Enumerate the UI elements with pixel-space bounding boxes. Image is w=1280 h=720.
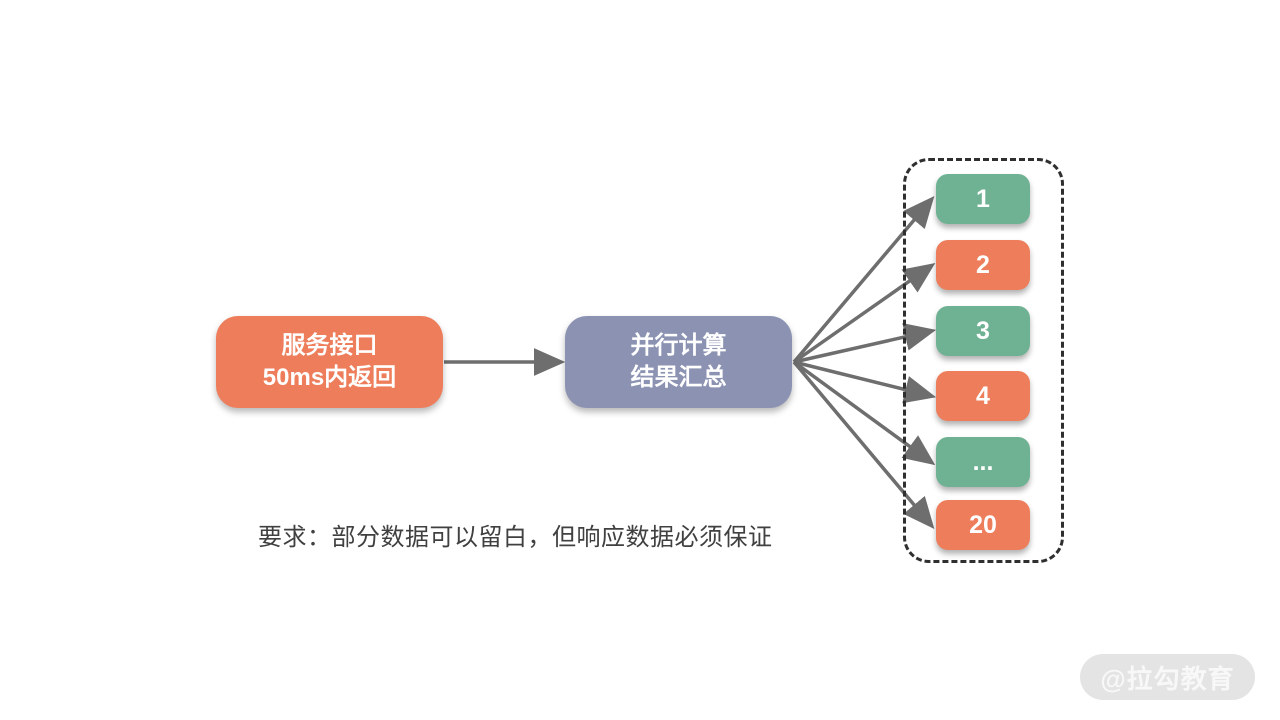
parallel-compute-label-line1: 并行计算	[630, 331, 727, 359]
task-box-3: 3	[936, 306, 1030, 356]
parallel-compute-label-line2: 结果汇总	[630, 364, 727, 391]
task-box-1: 1	[936, 174, 1030, 224]
service-interface-node: 服务接口 50ms内返回	[216, 316, 443, 408]
service-interface-label-line1: 服务接口	[281, 331, 378, 359]
parallel-compute-node: 并行计算 结果汇总	[565, 316, 792, 408]
task-box-4: 4	[936, 371, 1030, 421]
task-box-20: 20	[936, 500, 1030, 550]
watermark-text: @拉勾教育	[1100, 663, 1235, 694]
requirement-note: 要求：部分数据可以留白，但响应数据必须保证	[258, 524, 773, 551]
task-box-ellipsis: ...	[936, 437, 1030, 487]
task-group-panel	[903, 158, 1064, 563]
service-interface-label-line2: 50ms内返回	[262, 364, 397, 391]
task-box-2: 2	[936, 240, 1030, 290]
watermark-badge: @拉勾教育	[1080, 654, 1255, 700]
